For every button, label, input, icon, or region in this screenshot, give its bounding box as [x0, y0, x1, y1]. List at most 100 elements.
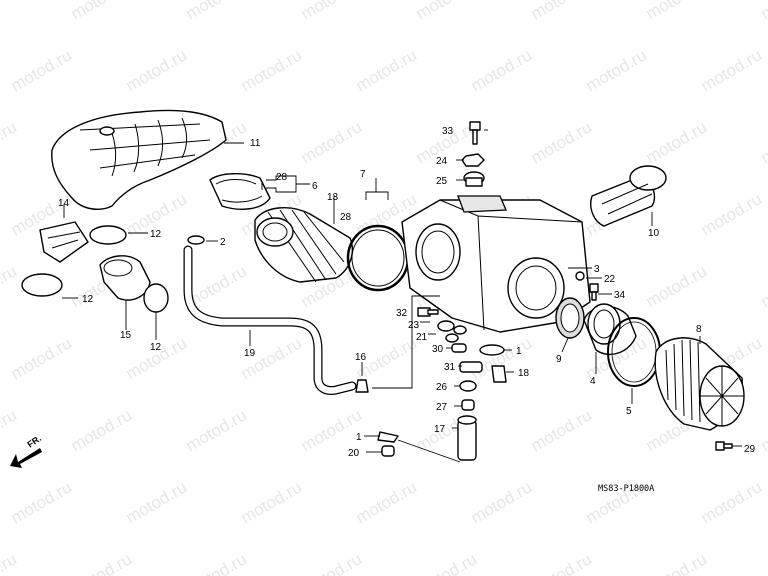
watermark-text: motod.ru [528, 549, 596, 576]
callout-9[interactable]: 9 [556, 354, 562, 365]
clip-2[interactable] [187, 235, 205, 245]
bolt-34[interactable] [589, 283, 599, 301]
screw-22[interactable] [575, 271, 585, 281]
callout-30[interactable]: 30 [432, 344, 444, 355]
watermark-text: motod.ru [583, 45, 651, 95]
drain-plug-32[interactable] [417, 307, 439, 317]
callout-4[interactable]: 4 [590, 376, 596, 387]
drain-tube-31[interactable] [459, 361, 483, 373]
callout-10[interactable]: 10 [648, 228, 660, 239]
watermark-text: motod.ru [0, 405, 20, 455]
callout-1-upper[interactable]: 1 [516, 346, 522, 357]
clamp-band[interactable] [209, 173, 271, 210]
bolt-33[interactable] [469, 121, 481, 145]
callout-7[interactable]: 7 [360, 169, 366, 180]
watermark-text: motod.ru [528, 405, 596, 455]
drain-clamp-21[interactable] [445, 333, 459, 343]
callout-17[interactable]: 17 [434, 424, 446, 435]
watermark-text: motod.ru [758, 405, 768, 455]
watermark-text: motod.ru [468, 477, 536, 527]
watermark-text: motod.ru [643, 117, 711, 167]
watermark-text: motod.ru [183, 0, 251, 23]
clip-1-upper[interactable] [479, 344, 505, 356]
watermark-text: motod.ru [643, 549, 711, 576]
watermark-text: motod.ru [698, 45, 766, 95]
callout-23[interactable]: 23 [408, 320, 420, 331]
drain-parts-23[interactable] [437, 320, 467, 335]
callout-34[interactable]: 34 [614, 290, 626, 301]
callout-33[interactable]: 33 [442, 126, 454, 137]
callout-14[interactable]: 14 [58, 198, 70, 209]
callout-15[interactable]: 15 [120, 330, 132, 341]
callout-18[interactable]: 18 [518, 368, 530, 379]
watermark-text: motod.ru [0, 549, 20, 576]
seal-ring[interactable] [555, 297, 585, 339]
large-clamp-ring[interactable] [346, 224, 410, 292]
watermark-text: motod.ru [643, 0, 711, 23]
watermark-text: motod.ru [238, 477, 306, 527]
intake-duct-lower[interactable] [99, 255, 151, 301]
callout-31[interactable]: 31 [444, 362, 456, 373]
element-holder[interactable] [583, 303, 637, 355]
drain-cap-26[interactable] [459, 380, 477, 392]
callout-3[interactable]: 3 [594, 264, 600, 275]
watermark-text: motod.ru [413, 549, 481, 576]
callout-5[interactable]: 5 [626, 406, 632, 417]
breather-tube[interactable] [183, 245, 357, 395]
clamp-ring[interactable] [21, 225, 169, 313]
clip-18[interactable] [491, 365, 507, 383]
connecting-tube[interactable] [254, 207, 354, 283]
nut-24[interactable] [461, 153, 485, 167]
drain-plug-27[interactable] [461, 399, 475, 411]
callout-22[interactable]: 22 [604, 274, 616, 285]
watermark-text: motod.ru [758, 261, 768, 311]
watermark-text: motod.ru [0, 261, 20, 311]
callout-12-upper[interactable]: 12 [150, 229, 162, 240]
callout-29[interactable]: 29 [744, 444, 756, 455]
air-cleaner-housing[interactable] [401, 195, 591, 333]
watermark-text: motod.ru [758, 549, 768, 576]
clip-1-lower[interactable] [377, 431, 399, 443]
watermark-text: motod.ru [698, 189, 766, 239]
snorkel-tube[interactable] [590, 165, 667, 227]
watermark-text: motod.ru [528, 0, 596, 23]
callout-2[interactable]: 2 [220, 237, 226, 248]
watermark-text: motod.ru [758, 117, 768, 167]
callout-12-left[interactable]: 12 [82, 294, 94, 305]
callout-13[interactable]: 13 [327, 192, 339, 203]
intake-duct-left[interactable] [39, 221, 89, 263]
front-direction-indicator: FR. [10, 433, 43, 468]
callout-28-upper[interactable]: 28 [276, 172, 288, 183]
drain-plug-20[interactable] [381, 445, 395, 457]
watermark-text: motod.ru [413, 0, 481, 23]
callout-1-lower[interactable]: 1 [356, 432, 362, 443]
callout-28-lower[interactable]: 28 [340, 212, 352, 223]
clip-16[interactable] [355, 379, 369, 393]
callout-6[interactable]: 6 [312, 181, 318, 192]
callout-25[interactable]: 25 [436, 176, 448, 187]
callout-27[interactable]: 27 [436, 402, 448, 413]
watermark-text: motod.ru [0, 117, 20, 167]
watermark-text: motod.ru [468, 45, 536, 95]
callout-32[interactable]: 32 [396, 308, 408, 319]
watermark-text: motod.ru [643, 261, 711, 311]
callout-12-lower[interactable]: 12 [150, 342, 162, 353]
air-filter-element[interactable] [654, 337, 745, 431]
grommet-25[interactable] [463, 171, 485, 187]
bolt-29[interactable] [715, 441, 733, 451]
callout-11[interactable]: 11 [250, 138, 261, 149]
watermark-text: motod.ru [68, 405, 136, 455]
intake-cover[interactable] [51, 109, 227, 210]
drain-tube-17[interactable] [457, 415, 477, 461]
watermark-text: motod.ru [8, 45, 76, 95]
callout-26[interactable]: 26 [436, 382, 448, 393]
callout-19[interactable]: 19 [244, 348, 256, 359]
callout-8[interactable]: 8 [696, 324, 702, 335]
callout-21[interactable]: 21 [416, 332, 428, 343]
drain-cap-30[interactable] [451, 343, 467, 353]
watermark-text: motod.ru [123, 45, 191, 95]
callout-16[interactable]: 16 [355, 352, 367, 363]
callout-20[interactable]: 20 [348, 448, 360, 459]
callout-24[interactable]: 24 [436, 156, 448, 167]
